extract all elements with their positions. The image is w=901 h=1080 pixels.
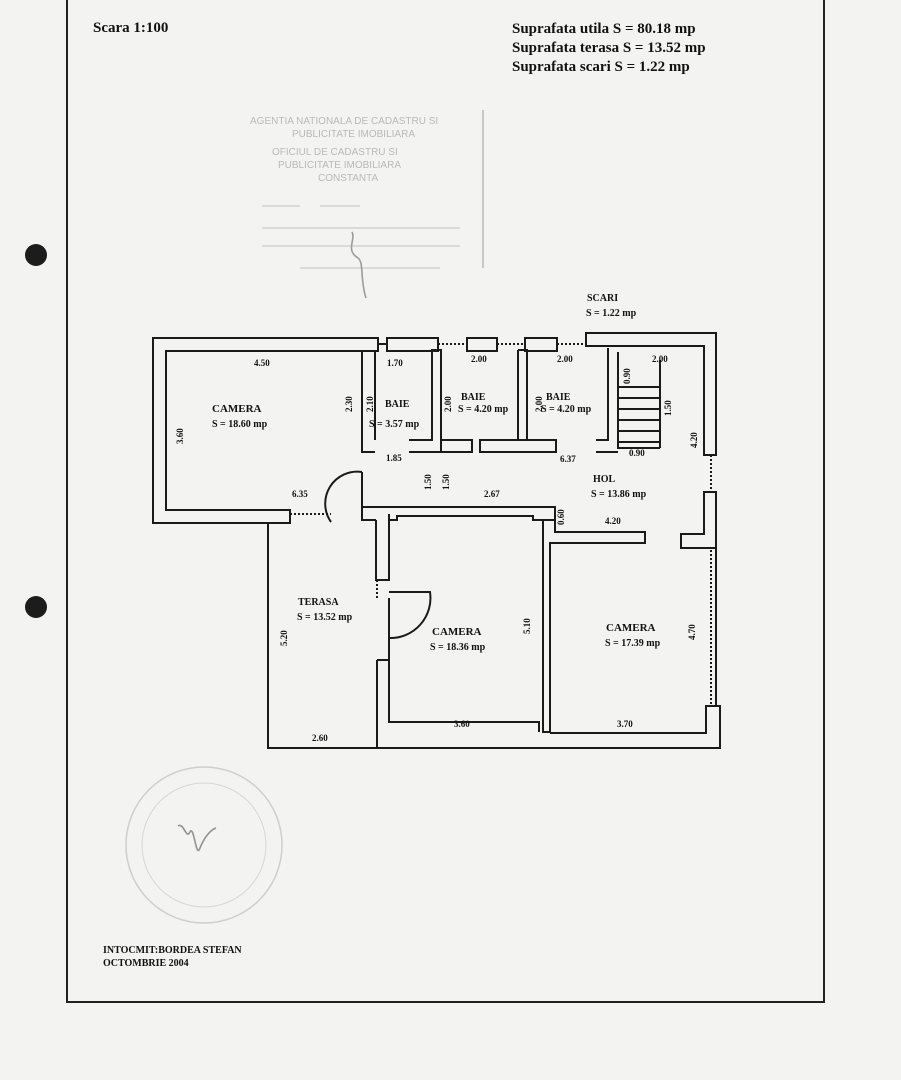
camera3-area: S = 17.39 mp <box>605 638 661 649</box>
terasa-area: S = 13.52 mp <box>297 612 353 623</box>
stamp-line-4: PUBLICITATE IMOBILIARA <box>278 160 401 171</box>
author-date: OCTOMBRIE 2004 <box>103 958 189 969</box>
stamp-line-3: OFICIUL DE CADASTRU SI <box>272 147 398 158</box>
camera2-area: S = 18.36 mp <box>430 642 486 653</box>
dim-2-00-v1: 2.00 <box>443 396 453 412</box>
room-labels: CAMERA S = 18.60 mp BAIE S = 3.57 mp BAI… <box>212 293 661 653</box>
camera1-area: S = 18.60 mp <box>212 419 268 430</box>
terasa-name: TERASA <box>298 597 339 608</box>
dim-1-50-v1: 1.50 <box>423 474 433 490</box>
dim-5-20: 5.20 <box>279 630 289 646</box>
stamp-line-1: AGENTIA NATIONALA DE CADASTRU SI <box>250 116 438 127</box>
round-seal <box>125 766 283 924</box>
dim-3-70: 3.70 <box>617 719 633 729</box>
area-summary: Suprafata utila S = 80.18 mp Suprafata t… <box>512 20 706 77</box>
cadastre-stamp: AGENTIA NATIONALA DE CADASTRU SI PUBLICI… <box>250 110 484 299</box>
baie2-name: BAIE <box>461 392 486 403</box>
dim-2-60: 2.60 <box>312 733 328 743</box>
baie1-area: S = 3.57 mp <box>369 419 420 430</box>
author-block: INTOCMIT:BORDEA STEFAN OCTOMBRIE 2004 <box>103 944 242 970</box>
dim-4-70: 4.70 <box>687 624 697 640</box>
dim-1-85: 1.85 <box>386 453 402 463</box>
dim-1-50-v2: 1.50 <box>441 474 451 490</box>
dim-2-00-v2: 2.00 <box>534 396 544 412</box>
dim-6-37: 6.37 <box>560 454 576 464</box>
page-frame <box>66 0 825 1003</box>
dim-3-60-b: 3.60 <box>454 719 470 729</box>
dim-6-35: 6.35 <box>292 489 308 499</box>
terrace-area: Suprafata terasa S = 13.52 mp <box>512 40 706 56</box>
dim-5-10: 5.10 <box>522 618 532 634</box>
stamp-line-5: CONSTANTA <box>318 173 379 184</box>
dim-2-00-c: 2.00 <box>652 354 668 364</box>
dim-4-50: 4.50 <box>254 358 270 368</box>
dim-1-70: 1.70 <box>387 358 403 368</box>
camera3-name: CAMERA <box>606 622 656 634</box>
baie3-name: BAIE <box>546 392 571 403</box>
hol-name: HOL <box>593 474 616 485</box>
baie2-area: S = 4.20 mp <box>458 404 509 415</box>
dim-0-60: 0.60 <box>556 509 566 525</box>
dim-2-00-a: 2.00 <box>471 354 487 364</box>
dim-4-20-v: 4.20 <box>689 432 699 448</box>
baie1-name: BAIE <box>385 399 410 410</box>
punch-hole-top <box>25 244 47 266</box>
dimension-labels: 4.50 1.70 2.00 2.00 2.00 3.60 2.30 2.10 … <box>175 354 699 743</box>
dim-4-20-h: 4.20 <box>605 516 621 526</box>
dim-2-30: 2.30 <box>344 396 354 412</box>
camera1-name: CAMERA <box>212 403 262 415</box>
hol-area: S = 13.86 mp <box>591 489 647 500</box>
dim-1-50: 1.50 <box>663 400 673 416</box>
scale-label: Scara 1:100 <box>93 20 169 36</box>
dim-3-60: 3.60 <box>175 428 185 444</box>
dim-0-90-h: 0.90 <box>629 448 645 458</box>
author-name: INTOCMIT:BORDEA STEFAN <box>103 945 242 956</box>
scari-name: SCARI <box>587 293 618 304</box>
stairs-area: Suprafata scari S = 1.22 mp <box>512 59 690 75</box>
punch-hole-bottom <box>25 596 47 618</box>
dim-2-10: 2.10 <box>365 396 375 412</box>
useful-area: Suprafata utila S = 80.18 mp <box>512 21 696 37</box>
dim-2-67: 2.67 <box>484 489 500 499</box>
camera2-name: CAMERA <box>432 626 482 638</box>
baie3-area: S = 4.20 mp <box>541 404 592 415</box>
stamp-line-2: PUBLICITATE IMOBILIARA <box>292 129 415 140</box>
walls <box>152 332 721 749</box>
scari-area: S = 1.22 mp <box>586 308 637 319</box>
dim-0-90-v: 0.90 <box>622 368 632 384</box>
dim-2-00-b: 2.00 <box>557 354 573 364</box>
